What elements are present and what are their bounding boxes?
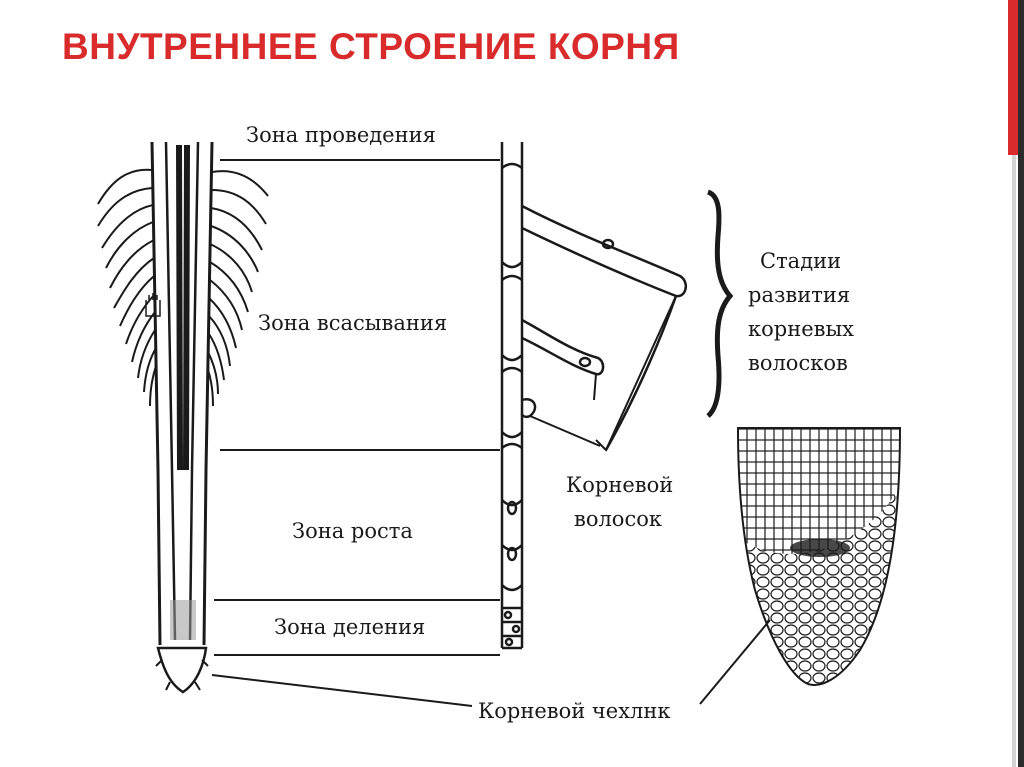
root-hairs-right	[207, 170, 269, 407]
zone-lines	[211, 159, 500, 707]
frame-gray-line	[1012, 155, 1016, 767]
line-root-cap-pointer	[211, 674, 473, 707]
label-stages-line4: волосков	[748, 351, 848, 375]
xylem-strand-right	[183, 144, 190, 471]
label-stages-line2: развития	[748, 283, 850, 307]
label-stages-line1: Стадии	[760, 249, 841, 273]
hand-marker	[145, 293, 161, 317]
label-root-cap: Корневой чехлнк	[478, 699, 671, 723]
frame-red-accent	[1008, 0, 1018, 155]
label-root-hair-line1: Корневой	[566, 473, 673, 497]
meristem-stipple	[170, 600, 196, 640]
label-zone-absorption: Зона всасывания	[258, 311, 447, 335]
root-tip-cells	[699, 427, 902, 705]
slide-title: ВНУТРЕННЕЕ СТРОЕНИЕ КОРНЯ	[62, 26, 680, 67]
root-cap-drawing	[156, 646, 208, 694]
root-hairs-left	[97, 168, 157, 407]
label-zone-growth: Зона роста	[292, 519, 413, 543]
label-zone-division: Зона деления	[274, 615, 425, 639]
frame-dark-edge	[1018, 0, 1024, 767]
root-drawing	[97, 141, 269, 694]
label-zone-conduction: Зона проведения	[246, 123, 436, 147]
stages-bracket	[706, 189, 734, 418]
root-hair-stages	[520, 204, 688, 452]
xylem-strand-left	[176, 144, 183, 471]
epidermal-cell-strip	[500, 142, 524, 650]
label-root-hair-line2: волосок	[574, 507, 662, 531]
line-root-cap-pointer-right	[699, 619, 771, 705]
vascular-cylinder	[164, 141, 200, 641]
root-outline	[150, 141, 214, 646]
label-stages-line3: корневых	[748, 317, 854, 341]
